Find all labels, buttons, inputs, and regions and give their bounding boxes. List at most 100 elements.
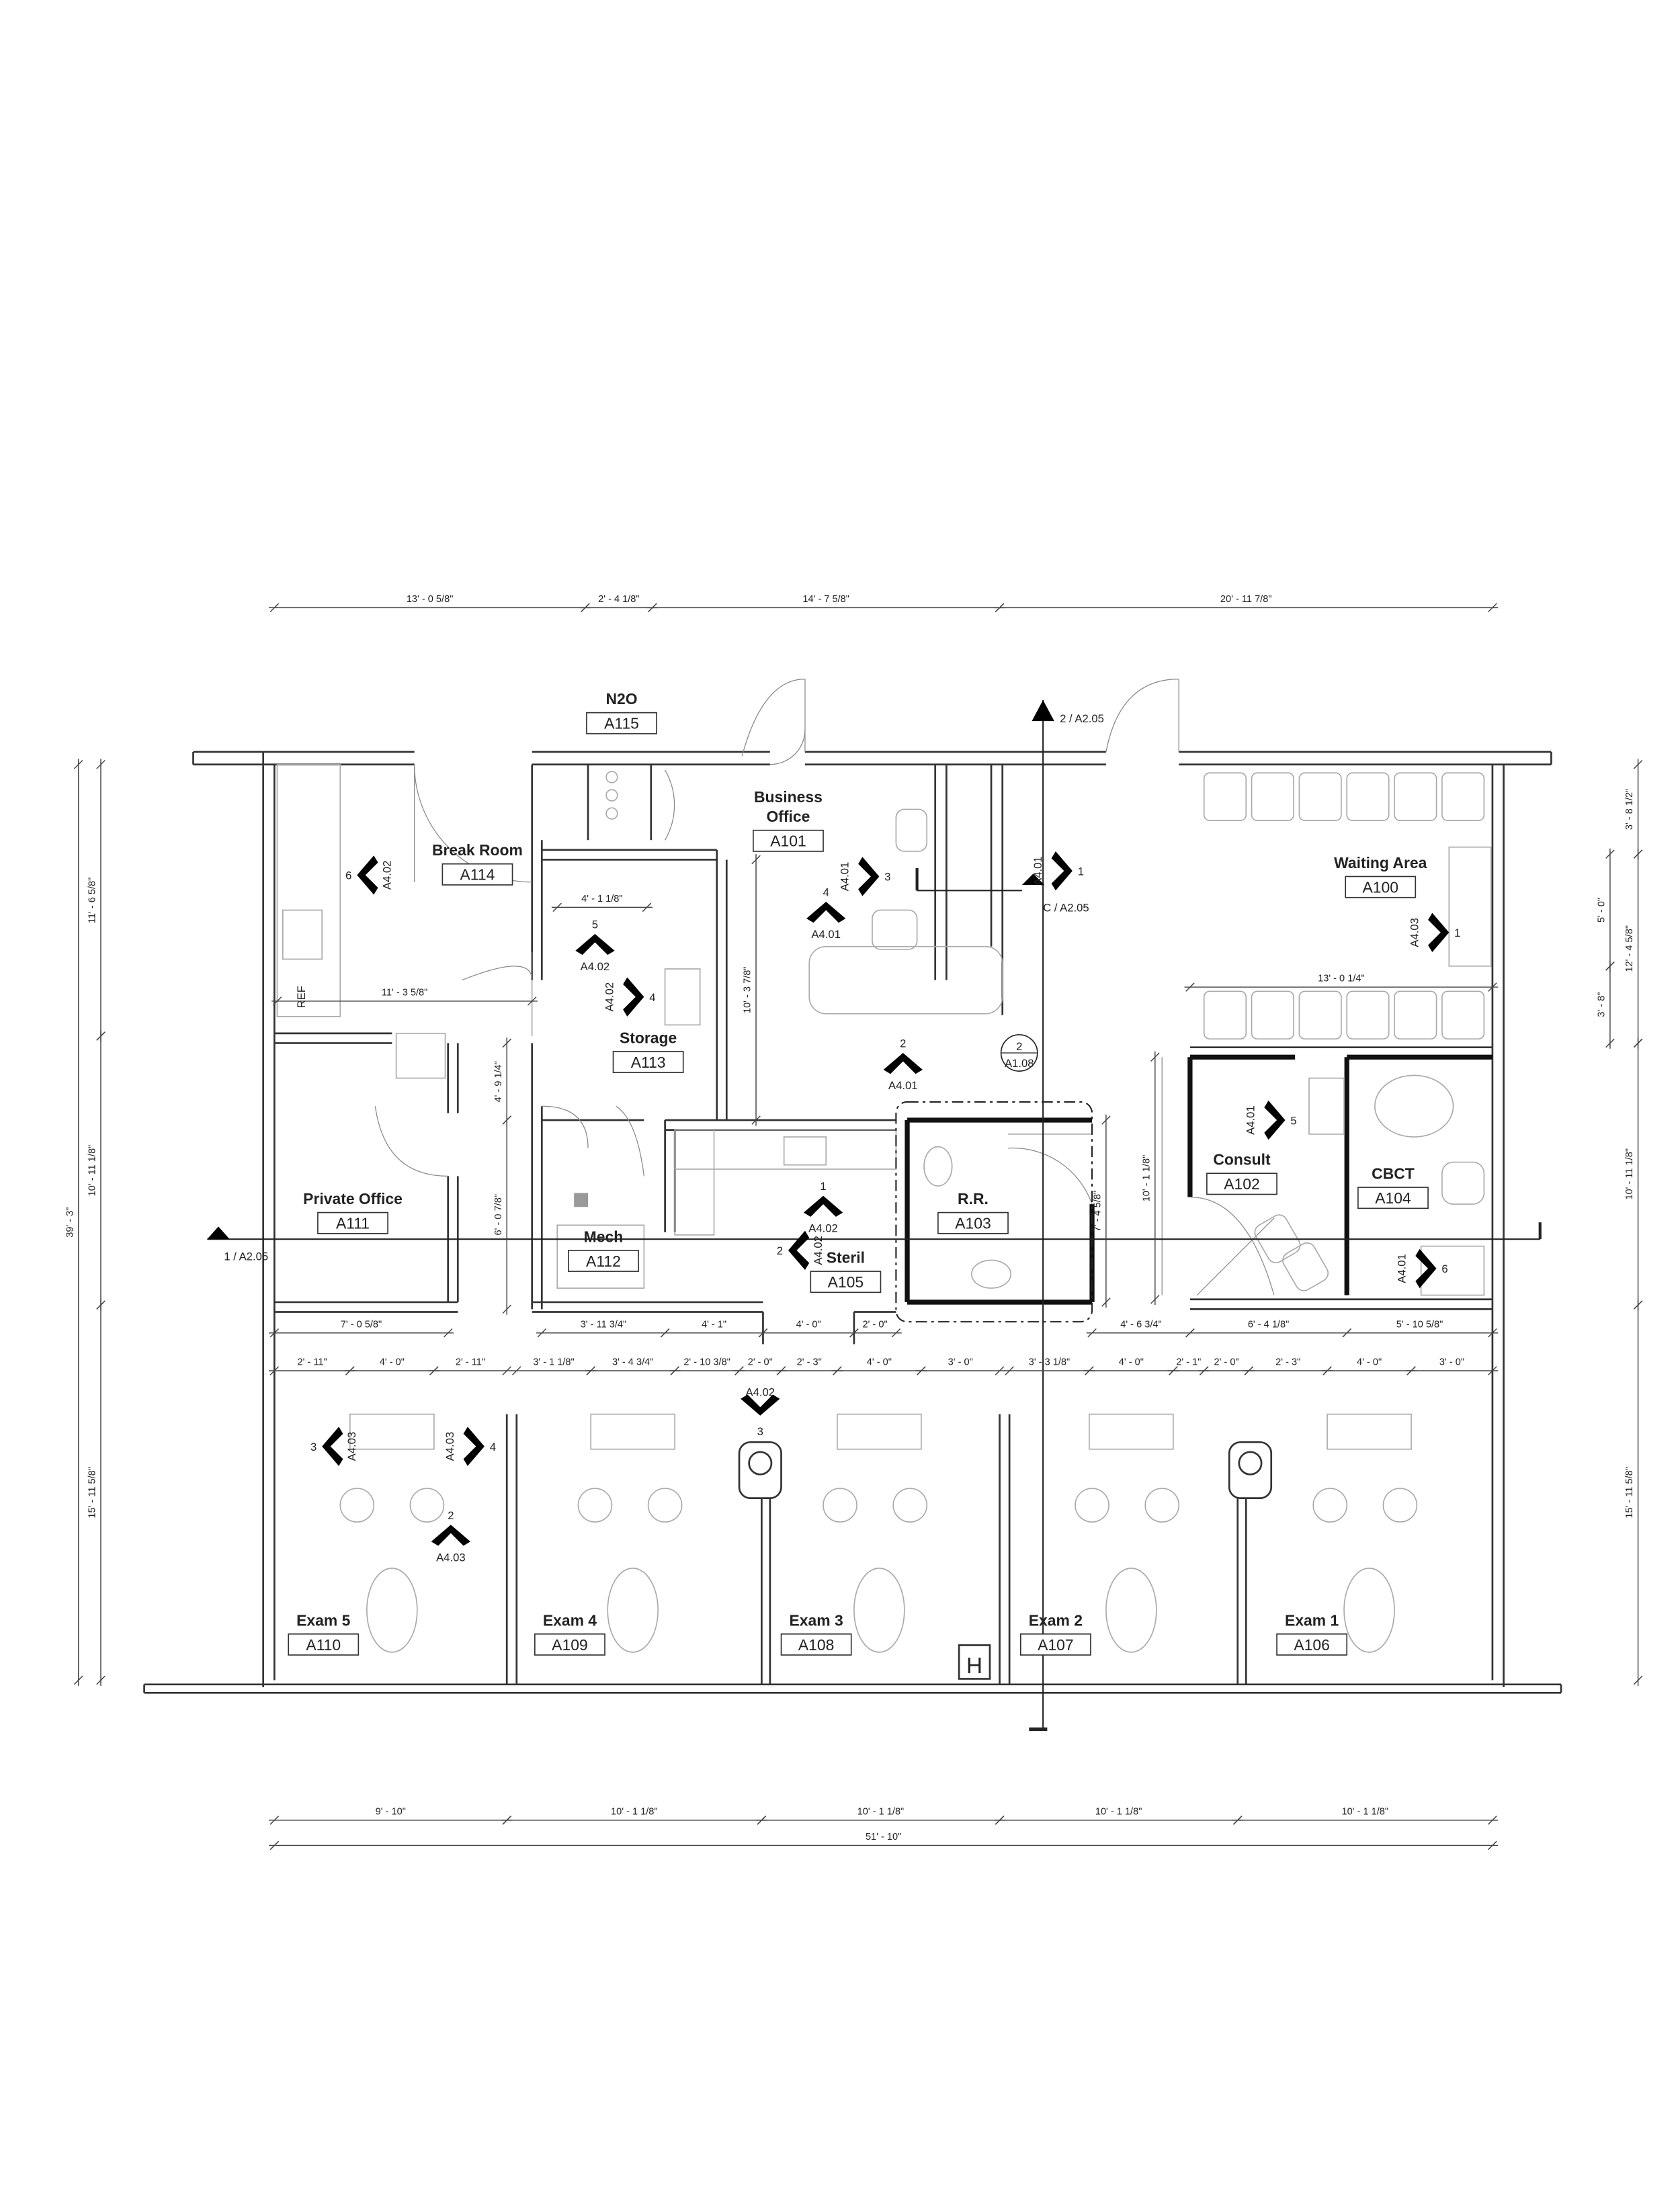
dimension: 5' - 10 5/8" (1341, 1319, 1499, 1338)
marker-sheet: A4.03 (444, 1432, 456, 1461)
dimension: 9' - 10" (269, 1807, 513, 1825)
break-room-counter (276, 763, 341, 1017)
room-tag-a103: R.R.A103 (937, 1190, 1009, 1234)
dimension: 15' - 11 5/8" (87, 1299, 106, 1686)
dimension: 2' - 10 3/8" (669, 1357, 745, 1375)
dimension-label: 4' - 0" (380, 1357, 405, 1368)
storage-shelf (664, 968, 701, 1026)
dimension: 12' - 4 5/8" (1624, 848, 1643, 1049)
office-chair (895, 808, 928, 852)
dimension: 51' - 10" (269, 1832, 1499, 1851)
marker-sheet: A4.02 (380, 861, 393, 890)
dimension-label: 2' - 11" (298, 1357, 327, 1368)
room-name: Exam 3 (790, 1611, 843, 1629)
room-number: A115 (604, 715, 639, 732)
dimension: 14' - 7 5/8" (646, 594, 1005, 613)
dimension-label: 2' - 3" (1275, 1357, 1300, 1368)
dimension: 2' - 3" (775, 1357, 843, 1375)
dimension-label: 2' - 10 3/8" (683, 1357, 730, 1368)
office-chair (872, 909, 918, 950)
dimension-label: 10' - 11 1/8" (87, 1145, 98, 1197)
room-name: Waiting Area (1334, 854, 1427, 871)
dimension: 2' - 4 1/8" (579, 594, 659, 613)
dimension-label: 3' - 0" (948, 1357, 973, 1368)
room-name: Office (766, 808, 810, 825)
dimension-label: 12' - 4 5/8" (1624, 925, 1635, 972)
view-marker: 4A4.02 (603, 977, 655, 1017)
marker-sheet: A4.03 (345, 1432, 358, 1461)
dimension: 10' - 1 1/8" (1141, 1051, 1160, 1306)
column (395, 1033, 446, 1079)
room-number: A106 (1294, 1636, 1329, 1654)
room-number: A113 (631, 1054, 666, 1071)
room-number-box (937, 1211, 1009, 1234)
marker-sheet: A4.02 (603, 982, 616, 1012)
room-name: Exam 5 (296, 1611, 350, 1629)
room-number-box (1206, 1173, 1277, 1195)
dimension-label: 14' - 7 5/8" (802, 594, 849, 605)
toilet (923, 1146, 953, 1187)
view-marker: 3A4.01 (839, 857, 891, 896)
dimension: 3' - 0" (915, 1357, 1005, 1375)
dimension-label: 4' - 0" (867, 1357, 892, 1368)
marker-num: 2 (900, 1037, 906, 1050)
dimension-label: 3' - 3 1/8" (1029, 1357, 1070, 1368)
h-label: H (966, 1654, 982, 1678)
dimension-label: 10' - 1 1/8" (611, 1807, 658, 1818)
room-name: Steril (827, 1249, 865, 1267)
dimension-label: 15' - 11 5/8" (1624, 1467, 1635, 1519)
room-number: A112 (586, 1252, 621, 1270)
steril-counter-side (674, 1129, 715, 1236)
marker-sheet: A4.01 (888, 1079, 918, 1092)
room-number-box (568, 1249, 639, 1272)
section-lines (207, 699, 1542, 1732)
callout-num: 2 (1016, 1040, 1022, 1053)
dimension-label: 11' - 6 5/8" (87, 878, 98, 923)
callout-sheet: A1.08 (1005, 1057, 1034, 1070)
marker-sheet: A4.01 (1245, 1105, 1257, 1135)
room-number: A109 (552, 1636, 587, 1654)
room-number: A101 (770, 833, 806, 850)
dimension-label: 2' - 4 1/8" (598, 594, 639, 605)
room-number: A104 (1375, 1189, 1411, 1207)
dimension: 2' - 0" (1198, 1357, 1255, 1375)
dimension-label: 4' - 9 1/4" (493, 1061, 504, 1102)
dimension-label: 11' - 3 5/8" (382, 988, 427, 998)
dimension-label: 4' - 0" (1119, 1357, 1144, 1368)
dimension: 10' - 1 1/8" (756, 1807, 1005, 1825)
room-number-box (1276, 1633, 1348, 1656)
marker-sheet: A4.01 (1396, 1254, 1409, 1283)
consult-desk (1308, 1077, 1345, 1135)
dimension: 39' - 3" (65, 759, 83, 1686)
dimension: 4' - 1" (659, 1319, 769, 1338)
dimension: 4' - 6 3/4" (1086, 1319, 1196, 1338)
room-number-box (442, 863, 513, 886)
dimension-label: 10' - 1 1/8" (857, 1807, 905, 1818)
marker-num: 3 (757, 1425, 763, 1438)
dimension-label: 4' - 0" (1357, 1357, 1382, 1368)
dimension: 2' - 11" (269, 1357, 356, 1375)
view-marker: 6A4.01 (1396, 1248, 1448, 1289)
dimension: 3' - 4 3/4" (585, 1357, 681, 1375)
steril-sink (783, 1136, 827, 1166)
view-marker: 5A4.02 (575, 919, 615, 973)
detail-callout: 2 A1.08 (1000, 1034, 1038, 1072)
dimension: 10' - 3 7/8" (743, 854, 761, 1126)
marker-num: 3 (310, 1441, 317, 1453)
furniture (276, 763, 1492, 1680)
dimension: 7' - 4 5/8" (1093, 1114, 1111, 1308)
h-box (958, 1644, 991, 1680)
room-number: A100 (1362, 878, 1398, 896)
dimension: 2' - 0" (733, 1357, 787, 1375)
room-number-box (1357, 1187, 1429, 1209)
waiting-chairs-bottom (1203, 990, 1485, 1040)
view-marker: 1A4.02 (803, 1180, 843, 1235)
waiting-desk (1448, 846, 1492, 967)
marker-sheet: A4.01 (1032, 856, 1044, 886)
dimension-label: 7' - 0 5/8" (341, 1319, 382, 1330)
